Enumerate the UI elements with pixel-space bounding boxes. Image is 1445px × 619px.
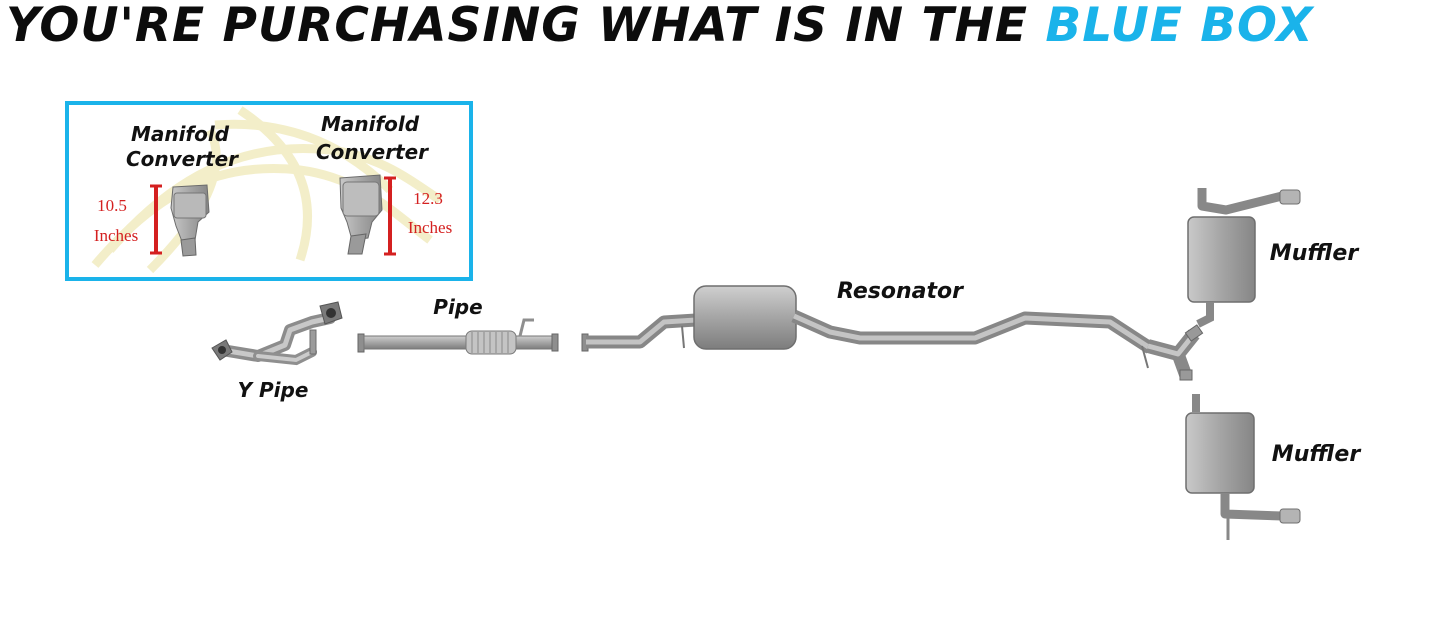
headline-highlight: BLUE BOX: [1045, 0, 1314, 53]
muffler-lower-label: Muffler: [1272, 442, 1362, 467]
converter-1-outlet: [180, 237, 197, 257]
y-pipe-part: [211, 301, 343, 366]
converter-2-measure-unit: Inches: [408, 218, 452, 237]
muffler-lower-part: [1185, 394, 1301, 540]
page-headline: YOU'RE PURCHASING WHAT IS IN THE BLUE BO…: [6, 0, 1314, 56]
converter-1-title-line2: Converter: [126, 147, 239, 171]
resonator-assembly: [581, 285, 1204, 381]
muffler-lower-body: [1185, 412, 1255, 494]
converter-2-measure-value: 12.3: [413, 189, 443, 208]
converter-1-measure-value: 10.5: [97, 196, 127, 215]
resonator-label: Resonator: [837, 279, 964, 304]
resonator-body: [693, 285, 797, 350]
pipe-label: Pipe: [433, 295, 482, 319]
pipe-part: [357, 318, 559, 355]
converter-1-heatshield: [173, 192, 207, 219]
converter-1-measure-unit: Inches: [94, 226, 138, 245]
muffler-upper-label: Muffler: [1270, 241, 1360, 266]
manifold-converter-2: [339, 174, 383, 255]
converter-2-heatshield: [342, 181, 380, 217]
converter-2-outlet: [347, 233, 367, 255]
converter-2-title-line1: Manifold: [321, 112, 420, 136]
headline-prefix: YOU'RE PURCHASING WHAT IS IN THE: [6, 0, 1029, 53]
converter-1-title-line1: Manifold: [131, 122, 230, 146]
muffler-upper-part: [1187, 188, 1301, 328]
y-pipe-label: Y Pipe: [238, 378, 309, 402]
muffler-upper-body: [1187, 216, 1256, 303]
manifold-converter-1: [170, 184, 210, 257]
converter-2-title-line2: Converter: [316, 140, 429, 164]
blue-box-inset: Manifold Converter 10.5 Inches Manifold …: [65, 101, 473, 281]
